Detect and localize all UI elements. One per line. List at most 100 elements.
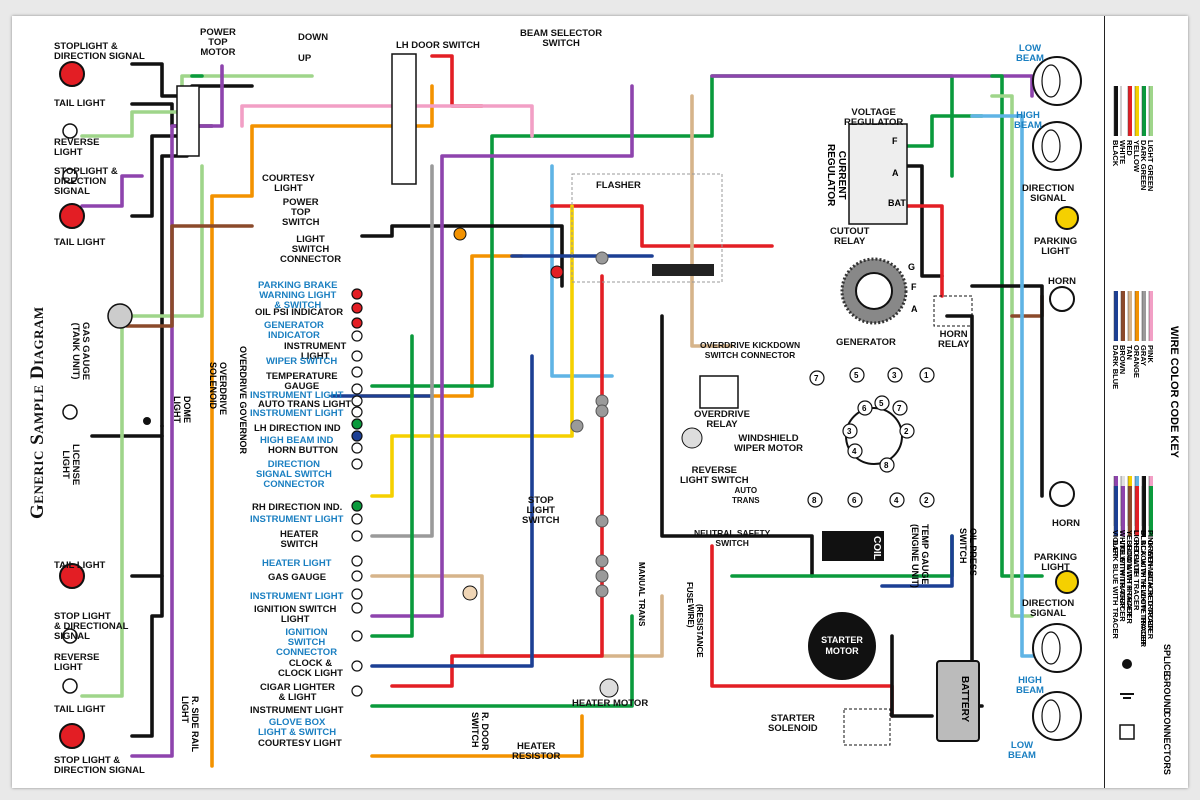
distributor-terminal-number: 8 [884, 461, 889, 470]
label-ignition-switch-light: IGNITION SWITCH LIGHT [254, 604, 337, 625]
splice-connector [570, 419, 584, 433]
distributor-terminal-number: 7 [897, 404, 902, 413]
bulb-icon [62, 123, 78, 139]
indicator-lamp-icon [351, 660, 363, 672]
battery-label: BATTERY [959, 676, 970, 722]
distributor-terminal [847, 492, 863, 508]
label-license-light: LICENSE LIGHT [60, 444, 81, 486]
wire-color-key-label: GREEN WITH RED TRACER [1146, 540, 1155, 640]
indicator-lamp-icon [351, 302, 363, 314]
fuse-block [652, 264, 714, 276]
symbol-key-label: CONNECTORS [1162, 711, 1172, 775]
wire-15 [430, 54, 484, 108]
label-glove-box: GLOVE BOX LIGHT & SWITCH [258, 717, 337, 738]
label-heater-switch: HEATER SWITCH [280, 529, 319, 550]
label-flasher: FLASHER [596, 180, 641, 191]
wire-color-key-label: LIGHT GREEN [1146, 140, 1155, 192]
headlamp-bulb [1041, 64, 1061, 98]
wire-34 [945, 314, 984, 708]
label-light-switch-connector: LIGHT SWITCH CONNECTOR [280, 234, 342, 265]
distributor-terminal [809, 370, 825, 386]
wire-3 [160, 154, 189, 428]
splice-connector [462, 585, 478, 601]
label-generator: GENERATOR [836, 337, 896, 348]
wire-color-key-panel [1104, 16, 1188, 788]
label-auto-trans: AUTO TRANS [732, 486, 760, 505]
label-reverse-light-switch: REVERSE LIGHT SWITCH [680, 465, 749, 486]
wire-43 [970, 284, 1044, 498]
starter-motor-label: MOTOR [825, 646, 859, 656]
wire-26 [370, 614, 634, 708]
label-clock-light: CLOCK & CLOCK LIGHT [278, 658, 343, 679]
label-low-beam-top: LOW BEAM [1016, 43, 1044, 64]
distributor-terminal-number: 7 [814, 374, 819, 383]
label-voltage-regulator: VOLTAGE REGULATOR [844, 107, 904, 128]
wire-41 [990, 94, 1034, 618]
battery-icon [936, 660, 980, 742]
indicator-lamp-icon [351, 366, 363, 378]
symbol-key-label: SPLICE [1162, 644, 1172, 677]
wire-10 [80, 174, 144, 208]
splice-connector [595, 404, 609, 418]
distributor-terminal-number: 3 [892, 371, 897, 380]
label-tail-light-1: TAIL LIGHT [54, 98, 106, 109]
splice-dot [143, 417, 151, 425]
label-overdrive-solenoid: OVERDRIVE SOLENOID [208, 362, 228, 416]
label-gas-gauge-tank: GAS GAUGE (TANK UNIT) [70, 322, 91, 381]
label-cigar-lighter: CIGAR LIGHTER & LIGHT [260, 682, 335, 703]
headlamp-bulb [1041, 129, 1061, 163]
wire-45 [690, 94, 734, 348]
indicator-lamp-icon [351, 395, 363, 407]
label-lh-direction-ind: LH DIRECTION IND [254, 423, 341, 434]
indicator-lamp-icon [351, 418, 363, 430]
label-oil-press-switch: OIL PRESS SWITCH [958, 528, 978, 576]
indicator-lamp-icon [351, 530, 363, 542]
distributor-terminal [899, 423, 915, 439]
label-reverse-light-1: REVERSE LIGHT [54, 137, 100, 158]
splice-connector [550, 265, 564, 279]
distributor-terminal-number: 3 [847, 427, 852, 436]
indicator-lamp-icon [351, 317, 363, 329]
label-horn-relay: HORN RELAY [938, 329, 970, 350]
wire-5 [130, 574, 164, 738]
dash-harness-connector [391, 53, 417, 185]
label-instrument-light-1: INSTRUMENT LIGHT [284, 341, 347, 362]
label-power-top-switch: POWER TOP SWITCH [282, 197, 320, 228]
label-instrument-light-5: INSTRUMENT LIGHT [250, 591, 344, 602]
regulator-terminal-label: BAT [888, 198, 906, 208]
tail-lamp-icon [59, 203, 85, 229]
indicator-lamp-icon [351, 330, 363, 342]
label-beam-selector-switch: BEAM SELECTOR SWITCH [520, 28, 603, 49]
wire-32 [900, 204, 944, 298]
starter-motor-icon [808, 612, 876, 680]
regulator-terminal-label: F [892, 136, 898, 146]
indicator-lamp-icon [351, 602, 363, 614]
indicator-lamp-icon [351, 555, 363, 567]
label-high-beam-bottom: HIGH BEAM [1016, 675, 1044, 696]
distributor-terminal [879, 457, 895, 473]
starter-motor-label: STARTER [821, 635, 863, 645]
distributor-terminal-number: 4 [894, 496, 899, 505]
label-horn-button: HORN BUTTON [268, 445, 339, 456]
headlamp-bulb [1041, 699, 1061, 733]
label-stoplight-direction-2: STOPLIGHT & DIRECTION SIGNAL [54, 166, 118, 197]
wire-2 [130, 134, 184, 218]
splice-connector [595, 569, 609, 583]
label-stoplight-direction-top: STOPLIGHT & DIRECTION SIGNAL [54, 41, 145, 62]
label-fuse: FUSE [685, 582, 694, 604]
distributor-terminal [842, 423, 858, 439]
label-direction-signal-bottom: DIRECTION SIGNAL [1022, 598, 1075, 619]
label-resistance-wire: (RESISTANCE WIRE) [686, 604, 704, 658]
label-stop-light-directional: STOP LIGHT & DIRECTIONAL SIGNAL [54, 611, 129, 642]
wire-30 [660, 314, 814, 578]
coil-icon [822, 531, 884, 561]
distributor-terminal-number: 8 [812, 496, 817, 505]
bulb-icon [62, 168, 78, 184]
distributor-terminal-number: 2 [924, 496, 929, 505]
distributor-terminal [919, 492, 935, 508]
label-direction-signal-top: DIRECTION SIGNAL [1022, 183, 1075, 204]
label-r-door-switch: R. DOOR SWITCH [470, 712, 490, 751]
label-instrument-light-6: INSTRUMENT LIGHT [250, 705, 344, 716]
label-direction-signal-switch: DIRECTION SIGNAL SWITCH CONNECTOR [256, 459, 332, 490]
